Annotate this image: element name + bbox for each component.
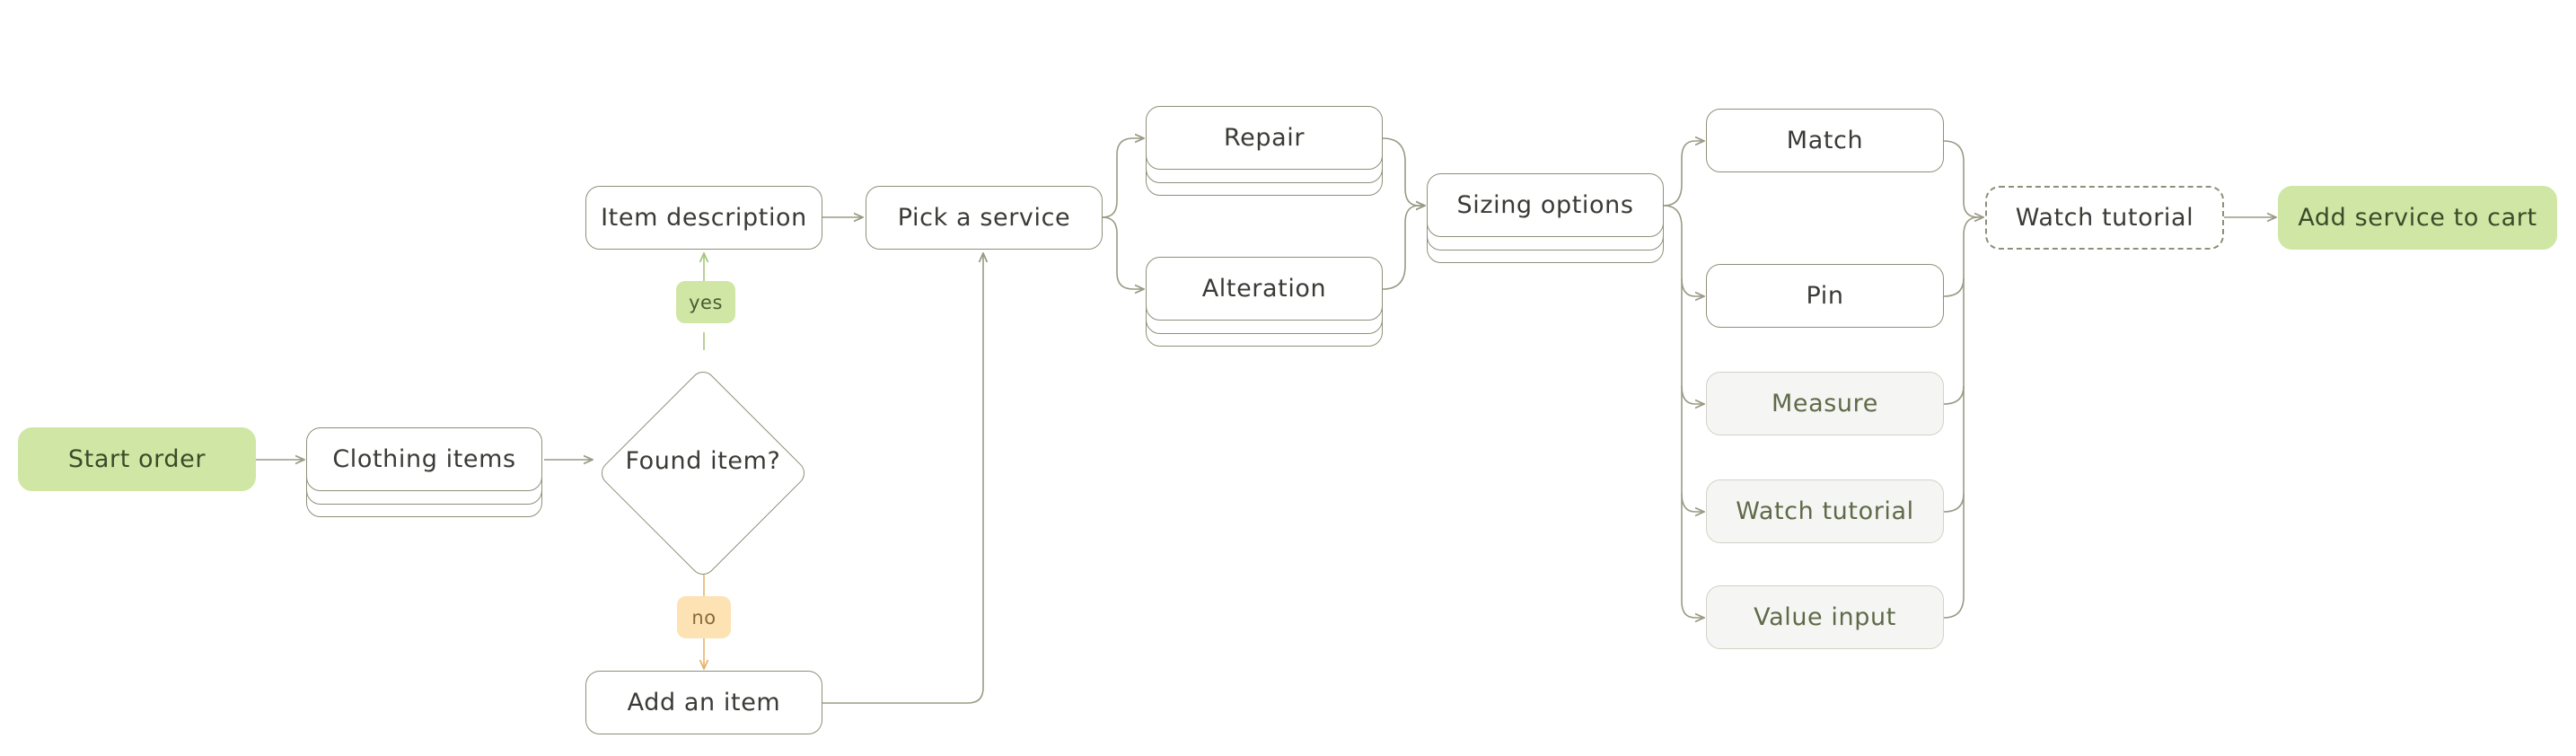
- item-description-label: Item description: [601, 204, 807, 232]
- edge-trunk-to-watch: [1681, 493, 1704, 512]
- yes-text: yes: [689, 291, 723, 313]
- edge-pin-merge: [1943, 277, 1965, 297]
- start-order-node[interactable]: Start order: [18, 427, 256, 491]
- value-input-label: Value input: [1754, 603, 1896, 631]
- edge-pick-to-alteration: [1102, 216, 1144, 289]
- clothing-items-node[interactable]: Clothing items: [306, 427, 542, 491]
- watch-tutorial-option-node[interactable]: Watch tutorial: [1706, 479, 1944, 543]
- add-service-to-cart-node[interactable]: Add service to cart: [2278, 186, 2557, 250]
- measure-node[interactable]: Measure: [1706, 372, 1944, 435]
- watch-tutorial-step-label: Watch tutorial: [2015, 204, 2194, 232]
- edge-add-item-to-pick: [822, 253, 983, 704]
- item-description-node[interactable]: Item description: [585, 186, 822, 250]
- value-input-node[interactable]: Value input: [1706, 585, 1944, 649]
- alteration-node[interactable]: Alteration: [1146, 257, 1383, 321]
- edge-trunk-to-pin: [1681, 277, 1704, 296]
- pick-a-service-node[interactable]: Pick a service: [866, 186, 1103, 250]
- edge-watch-merge: [1943, 493, 1965, 513]
- measure-label: Measure: [1772, 390, 1878, 418]
- repair-node[interactable]: Repair: [1146, 106, 1383, 170]
- no-edge-label: no: [677, 596, 731, 638]
- edge-match-to-watch: [1943, 140, 1983, 217]
- sizing-options-node[interactable]: Sizing options: [1427, 173, 1664, 237]
- pin-node[interactable]: Pin: [1706, 264, 1944, 328]
- yes-edge-label: yes: [676, 281, 735, 323]
- edge-pick-to-repair: [1102, 138, 1144, 218]
- match-label: Match: [1786, 127, 1864, 154]
- clothing-items-label: Clothing items: [332, 445, 516, 473]
- pick-a-service-label: Pick a service: [897, 204, 1071, 232]
- pin-label: Pin: [1806, 282, 1844, 310]
- no-text: no: [691, 606, 717, 629]
- add-an-item-label: Add an item: [627, 689, 781, 716]
- watch-tutorial-option-label: Watch tutorial: [1736, 497, 1914, 525]
- edge-repair-to-sizing: [1382, 137, 1425, 206]
- alteration-label: Alteration: [1201, 275, 1327, 303]
- edge-measure-merge: [1943, 385, 1965, 405]
- edge-sizing-to-options: [1663, 205, 1704, 618]
- start-order-label: Start order: [67, 445, 207, 473]
- add-an-item-node[interactable]: Add an item: [585, 671, 822, 734]
- edge-trunk-to-measure: [1681, 385, 1704, 404]
- repair-label: Repair: [1223, 124, 1306, 152]
- edge-alteration-to-sizing: [1382, 206, 1425, 290]
- edge-value-to-watch: [1943, 216, 1979, 619]
- watch-tutorial-step-node[interactable]: Watch tutorial: [1985, 186, 2224, 250]
- sizing-options-label: Sizing options: [1456, 191, 1634, 219]
- found-item-label: Found item?: [625, 446, 781, 475]
- add-service-to-cart-label: Add service to cart: [2298, 204, 2537, 232]
- edge-sizing-to-match: [1663, 141, 1704, 207]
- match-node[interactable]: Match: [1706, 109, 1944, 172]
